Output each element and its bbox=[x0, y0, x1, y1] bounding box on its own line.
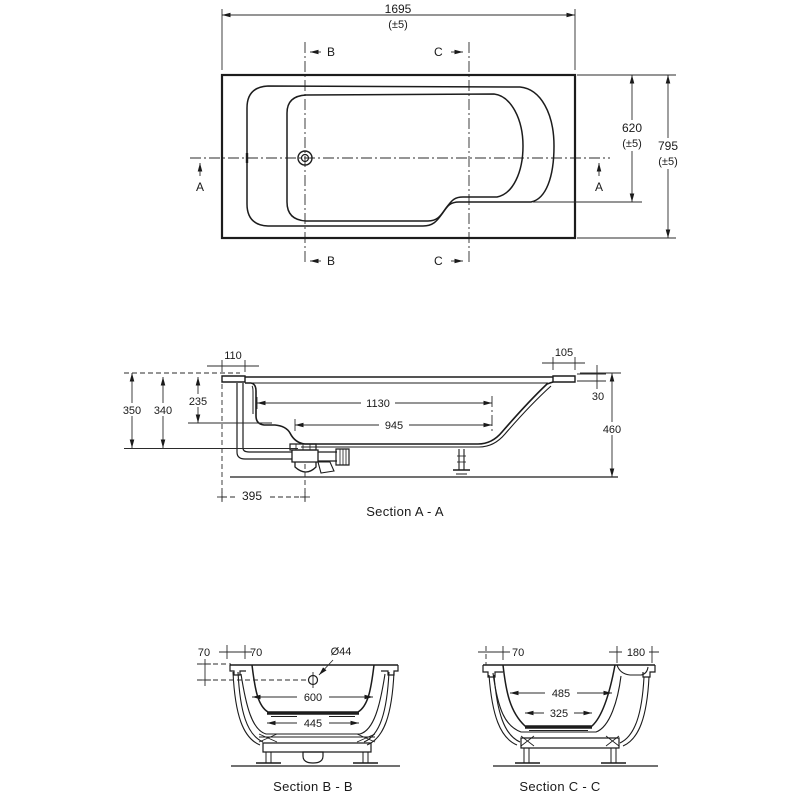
aa-dimensions: 110 105 350 340 235 1130 bbox=[118, 347, 627, 503]
plan-rim bbox=[246, 85, 555, 227]
plan-centerlines bbox=[190, 42, 610, 264]
bb-frame bbox=[232, 671, 395, 764]
dim-length-tol: (±5) bbox=[388, 19, 407, 31]
marker-c-top: C bbox=[434, 45, 443, 59]
cc-shell bbox=[492, 672, 622, 733]
section-cc: 70 180 485 325 Section C - C bbox=[478, 645, 659, 794]
marker-c-bottom: C bbox=[434, 254, 443, 268]
marker-a-left: A bbox=[196, 180, 204, 194]
dim-cc-width-bottom: 325 bbox=[550, 708, 568, 720]
dim-inner-width-tol: (±5) bbox=[622, 138, 641, 150]
bb-basin bbox=[251, 664, 375, 713]
dim-rim-right: 105 bbox=[555, 347, 573, 359]
dim-inner-width: 620 bbox=[622, 121, 642, 135]
section-aa: 110 105 350 340 235 1130 bbox=[118, 347, 627, 519]
dim-bb-width-top: 600 bbox=[304, 692, 322, 704]
dim-rim-height: 30 bbox=[592, 391, 604, 403]
waste-outlet-outer bbox=[297, 150, 313, 166]
cc-profile bbox=[482, 664, 656, 733]
bb-trap bbox=[302, 751, 324, 764]
dim-waste-offset: 395 bbox=[242, 489, 262, 503]
dim-depth-shelf: 235 bbox=[189, 396, 207, 408]
plan-basin bbox=[286, 93, 524, 222]
plan-outer-edge bbox=[220, 73, 577, 240]
section-cc-label: Section C - C bbox=[519, 779, 600, 794]
cc-basin bbox=[502, 664, 616, 727]
aa-overflow-pipe bbox=[236, 383, 292, 460]
bb-dimensions: 70 70 Ø44 600 445 bbox=[197, 645, 373, 730]
dim-overall-width: 795 bbox=[658, 139, 678, 153]
plan-section-markers: B C B C A A bbox=[196, 45, 603, 268]
dim-depth-inner: 340 bbox=[154, 405, 172, 417]
waste-outlet-inner bbox=[300, 153, 310, 163]
section-bb: 70 70 Ø44 600 445 Section B - B bbox=[197, 645, 400, 794]
dim-overall-width-tol: (±5) bbox=[658, 156, 677, 168]
marker-b-top: B bbox=[327, 45, 335, 59]
aa-shell-bottom bbox=[301, 385, 552, 448]
dim-rim-left: 110 bbox=[224, 350, 242, 362]
aa-waste-trap bbox=[289, 443, 350, 474]
plan-tub-outline bbox=[220, 73, 577, 240]
dim-overflow-diameter: Ø44 bbox=[331, 646, 352, 658]
plan-dim-length: 1695 (±5) bbox=[221, 2, 576, 70]
dim-cc-rim-width: 70 bbox=[512, 647, 524, 659]
aa-profile bbox=[221, 375, 576, 448]
aa-adjustable-foot bbox=[453, 449, 470, 475]
cc-dimensions: 70 180 485 325 bbox=[478, 645, 659, 720]
aa-left-flange bbox=[221, 375, 246, 383]
dim-length: 1695 bbox=[385, 2, 412, 16]
section-bb-label: Section B - B bbox=[273, 779, 353, 794]
aa-right-flange bbox=[552, 375, 576, 383]
dim-cc-width-top: 485 bbox=[552, 688, 570, 700]
marker-b-bottom: B bbox=[327, 254, 335, 268]
dim-ledge-width: 180 bbox=[627, 647, 645, 659]
plan-dim-widths: 620 (±5) 795 (±5) bbox=[533, 74, 685, 239]
section-aa-label: Section A - A bbox=[366, 504, 444, 519]
dim-overflow-drop: 70 bbox=[198, 647, 210, 659]
dim-bb-rim-width: 70 bbox=[250, 647, 262, 659]
bb-shell bbox=[240, 673, 386, 735]
marker-a-right: A bbox=[595, 180, 603, 194]
dim-length-bottom: 945 bbox=[385, 420, 403, 432]
dim-overall-height: 460 bbox=[603, 424, 621, 436]
dim-depth-overall: 350 bbox=[123, 405, 141, 417]
dim-length-top: 1130 bbox=[366, 398, 390, 410]
plan-view: 1695 (±5) 620 (±5) 795 (±5) B C B C bbox=[190, 2, 685, 268]
cc-frame bbox=[488, 674, 650, 764]
dim-bb-width-bottom: 445 bbox=[304, 718, 322, 730]
aa-interior bbox=[245, 381, 554, 445]
